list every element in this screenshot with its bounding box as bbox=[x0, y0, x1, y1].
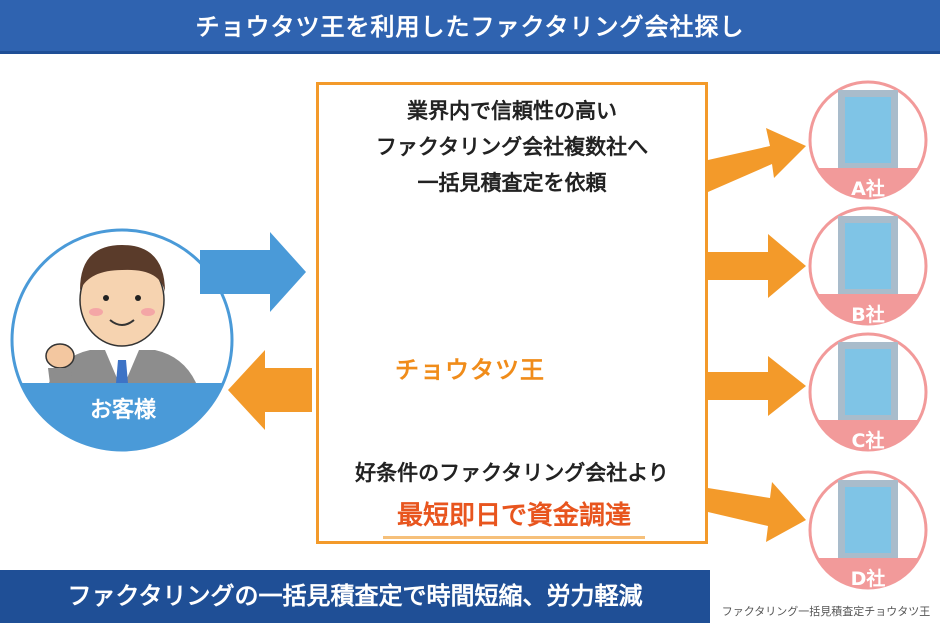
company-label-d: D社 bbox=[850, 568, 886, 590]
request-arrow bbox=[200, 232, 306, 312]
response-arrow bbox=[228, 350, 312, 430]
center-panel: 業界内で信頼性の高い ファクタリング会社複数社へ 一括見積査定を依頼 好条件のフ… bbox=[316, 82, 708, 544]
bottom-banner: ファクタリングの一括見積査定で時間短縮、労力軽減 bbox=[0, 570, 710, 623]
company-label-c: C社 bbox=[851, 430, 885, 452]
result-text: 好条件のファクタリング会社より bbox=[355, 461, 669, 485]
customer-circle bbox=[10, 228, 234, 452]
arrow-to-b bbox=[708, 234, 806, 298]
request-line-3: 一括見積査定を依頼 bbox=[417, 171, 607, 195]
request-text: 業界内で信頼性の高い ファクタリング会社複数社へ 一括見積査定を依頼 bbox=[319, 93, 705, 201]
company-a bbox=[808, 80, 928, 200]
company-d bbox=[808, 470, 928, 590]
arrow-to-d bbox=[708, 482, 806, 542]
company-label-b: B社 bbox=[851, 304, 885, 326]
result-highlight: 最短即日で資金調達 bbox=[383, 495, 645, 539]
request-line-2: ファクタリング会社複数社へ bbox=[375, 135, 649, 159]
page-title: チョウタツ王を利用したファクタリング会社探し bbox=[195, 13, 745, 41]
company-label-a: A社 bbox=[851, 178, 885, 200]
brand-name: チョウタツ王 bbox=[395, 356, 545, 384]
customer-label: お客様 bbox=[89, 398, 156, 423]
credit-text: ファクタリング一括見積査定チョウタツ王 bbox=[721, 605, 931, 618]
bottom-banner-text: ファクタリングの一括見積査定で時間短縮、労力軽減 bbox=[67, 582, 643, 610]
title-bar bbox=[0, 0, 940, 54]
company-b bbox=[808, 206, 928, 326]
arrow-to-c bbox=[708, 356, 806, 416]
arrow-to-a bbox=[708, 128, 806, 192]
request-line-1: 業界内で信頼性の高い bbox=[407, 99, 617, 123]
